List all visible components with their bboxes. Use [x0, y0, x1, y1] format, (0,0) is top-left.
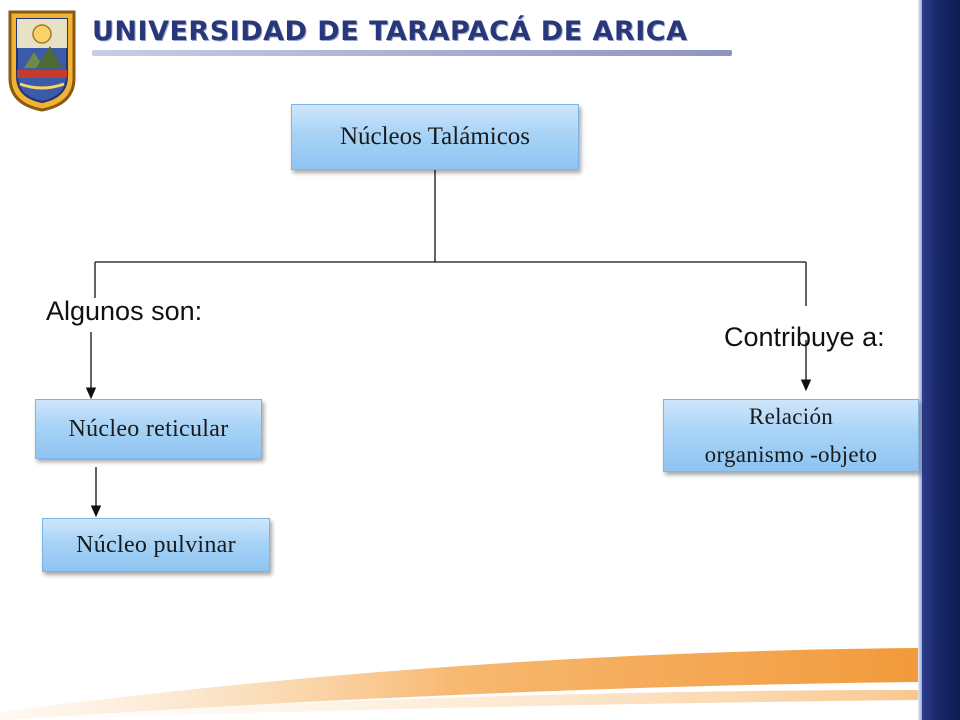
node-nucleos-talamicos: Núcleos Talámicos — [291, 104, 579, 170]
right-branch-label: Contribuye a: — [724, 322, 885, 352]
node-nucleo-reticular: Núcleo reticular — [35, 399, 262, 459]
university-title: UNIVERSIDAD DE TARAPACÁ DE ARICA — [92, 16, 688, 47]
node-relacion-organismo-objeto: Relación organismo -objeto — [663, 399, 919, 472]
node-nucleo-pulvinar: Núcleo pulvinar — [42, 518, 270, 572]
slide-side-bar — [922, 0, 960, 720]
title-underline — [92, 50, 732, 56]
left-branch-label: Algunos son: — [46, 296, 203, 326]
slide-side-bar-edge — [918, 0, 924, 720]
university-crest-icon — [8, 10, 76, 112]
relacion-line-2: organismo -objeto — [704, 441, 878, 467]
relacion-line-1: Relación — [748, 403, 834, 429]
